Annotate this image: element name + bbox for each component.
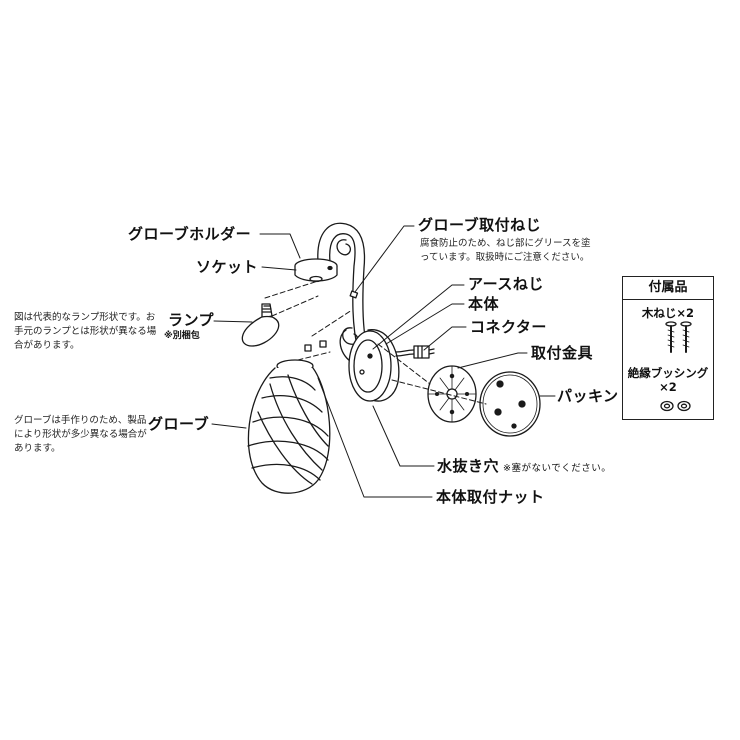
fixture-arm	[317, 222, 369, 365]
globe-holder-label: グローブホルダー	[128, 225, 252, 243]
bushing-count: ×2	[659, 380, 677, 394]
wood-screw-label: 木ねじ×2	[641, 306, 695, 320]
mount-bracket-drawing	[427, 365, 477, 423]
globe-note: グローブは手作りのため、製品により形状が多少異なる場合があります。	[14, 415, 147, 454]
body-label: 本体	[468, 295, 500, 313]
lamp-drawing	[241, 303, 280, 347]
alignment-lines	[264, 280, 487, 405]
accessories-box: 付属品 木ねじ×2 絶縁ブッシング ×2	[622, 276, 714, 420]
bushing-label: 絶縁ブッシング	[627, 366, 709, 380]
globe-drawing	[247, 359, 331, 494]
globe-label: グローブ	[148, 415, 210, 433]
earth-screw-label: アースねじ	[468, 275, 544, 293]
body-drawing	[348, 329, 400, 402]
globe-screw-note: 腐食防止のため、ねじ部にグリースを塗っています。取扱時にご注意ください。	[420, 238, 591, 263]
leader-lines	[211, 225, 556, 498]
body-nut-label: 本体取付ナット	[436, 488, 545, 506]
packing-drawing	[479, 371, 541, 437]
lamp-sub-label: ※別梱包	[164, 331, 200, 341]
accessory-screw-drawings	[665, 321, 692, 353]
drain-hole-label: 水抜き穴※塞がないでください。	[437, 457, 612, 475]
accessory-bushing-drawings	[660, 400, 691, 412]
packing-label: パッキン	[557, 387, 619, 405]
globe-screw-label: グローブ取付ねじ	[418, 216, 542, 234]
globe-screw-drawing	[304, 290, 359, 352]
mount-bracket-label: 取付金具	[531, 344, 594, 362]
socket-label: ソケット	[196, 258, 259, 276]
connector-label: コネクター	[470, 318, 547, 336]
lamp-label: ランプ	[168, 311, 215, 329]
accessories-title: 付属品	[623, 277, 713, 300]
lamp-note: 図は代表的なランプ形状です。お手元のランプとは形状が異なる場合があります。	[14, 312, 157, 351]
drain-hole-text: 水抜き穴	[437, 457, 500, 475]
globe-holder-drawing	[294, 258, 338, 283]
connector-drawing	[395, 345, 435, 359]
drain-hole-note: ※塞がないでください。	[503, 463, 612, 474]
